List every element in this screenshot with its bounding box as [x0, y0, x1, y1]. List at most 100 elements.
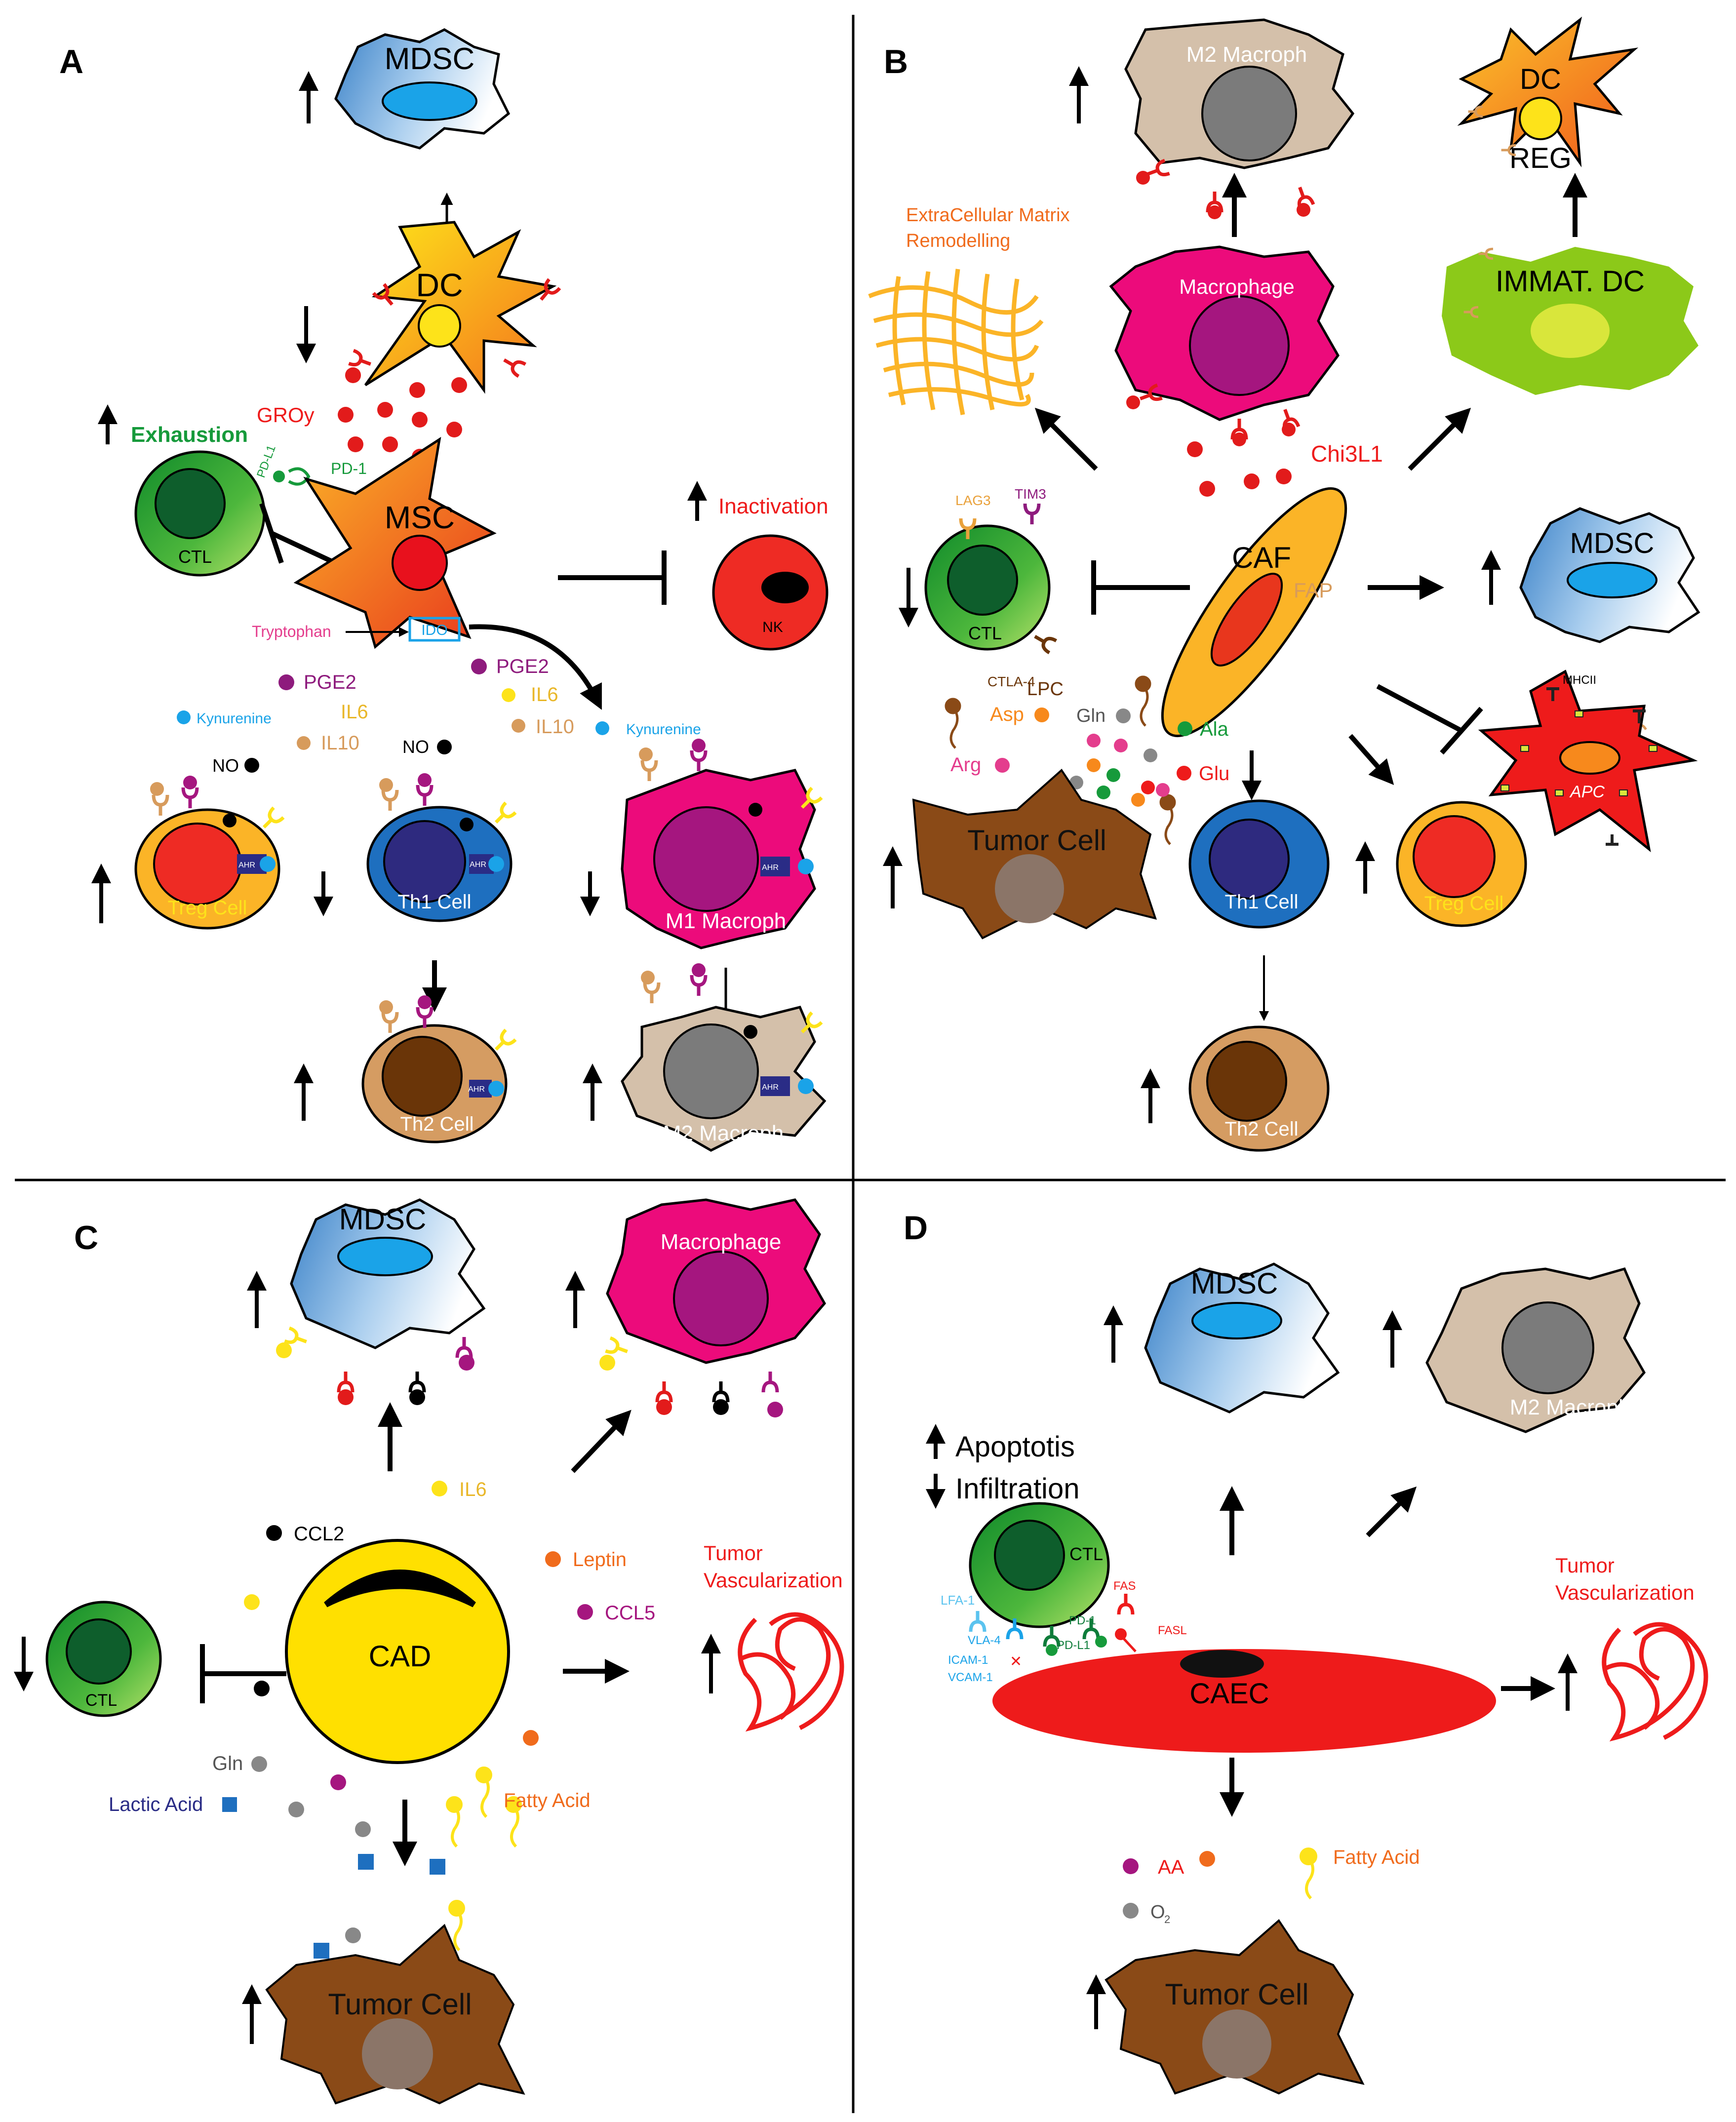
gln-label-c: Gln: [212, 1753, 243, 1774]
inhibit-apc-bar: [1440, 707, 1483, 755]
tumor-nucleus-c: [362, 2018, 433, 2089]
pdl1-dot-a: [273, 471, 285, 482]
vascular-network-d: [1602, 1622, 1708, 1742]
vascular-network-c: [738, 1612, 844, 1732]
lactic-acid-square: [222, 1797, 237, 1812]
no-dot-right: [437, 740, 452, 754]
apc-nucleus: [1559, 741, 1620, 775]
cad-label: CAD: [369, 1640, 432, 1673]
pdl1-label-d: PD-L1: [1057, 1639, 1090, 1652]
lag3-label: LAG3: [955, 493, 991, 508]
immat-dc-label: IMMAT. DC: [1496, 265, 1645, 298]
ecm-label-line2: Remodelling: [906, 231, 1010, 251]
mdsc-label-c: MDSC: [339, 1203, 427, 1236]
th1-nucleus-a: [383, 820, 466, 903]
gln-label-b: Gln: [1076, 706, 1105, 726]
no-label-right: NO: [402, 737, 429, 757]
fatty-acid-molecule-d: [1300, 1847, 1317, 1900]
caf-nucleus: [1210, 573, 1283, 667]
exhaustion-label: Exhaustion: [131, 423, 248, 447]
kynurenine-dot-right: [595, 721, 609, 735]
panel-label-c: C: [74, 1219, 98, 1257]
macrophage-ligands-c: [599, 1355, 783, 1417]
panel-b: B M2 Macroph DC REG ExtraCellular Matrix…: [868, 16, 1700, 1152]
il6-dot-c: [432, 1481, 447, 1496]
tumor-nucleus-b: [995, 854, 1064, 923]
ctl-nucleus-b: [947, 545, 1018, 616]
curved-arrow-kynurenine: [469, 624, 602, 710]
ccl2-dot-c2: [254, 1681, 270, 1696]
pge2-dot-left: [278, 674, 294, 690]
pge2-ligands-a: [183, 739, 706, 1009]
arg-dot: [995, 758, 1010, 773]
dc-reg-label-line1: DC: [1520, 63, 1561, 95]
panel-d: D MDSC M2 Macroph Apoptotis Infiltration…: [904, 1209, 1708, 2095]
il6-label-c: IL6: [459, 1479, 487, 1500]
macrophage-nucleus-c: [673, 1251, 769, 1346]
apoptosis-label: Apoptotis: [955, 1431, 1075, 1463]
arrow-caf-to-immat-dc: [1408, 407, 1471, 471]
leptin-dot-c2: [523, 1730, 539, 1746]
panel-label-a: A: [59, 43, 83, 80]
mdsc-label-a: MDSC: [385, 42, 475, 76]
apc-label: APC: [1569, 783, 1605, 801]
ido-label: IDO: [421, 622, 447, 638]
th1-label-a: Th1 Cell: [398, 891, 472, 913]
tv-label-c-line1: Tumor: [704, 1541, 763, 1565]
dc-reg-label-line2: REG: [1509, 142, 1572, 174]
fap-receptors: [1464, 107, 1646, 734]
tumor-label-b: Tumor Cell: [967, 825, 1106, 857]
tim3-label: TIM3: [1015, 486, 1046, 502]
lactic-acid-label: Lactic Acid: [109, 1794, 203, 1815]
ahr-label-2: AHR: [470, 861, 486, 869]
aa-dot-2: [1199, 1851, 1215, 1867]
aa-label: AA: [1158, 1856, 1184, 1878]
caf-label: CAF: [1232, 541, 1291, 574]
kynurenine-label-right: Kynurenine: [626, 721, 701, 738]
blocked-x-mark: ✕: [1010, 1653, 1022, 1670]
treg-label-b: Treg Cell: [1424, 893, 1504, 914]
ctl-label-b: CTL: [968, 623, 1002, 643]
asp-dot: [1034, 707, 1049, 722]
caec-nucleus: [1180, 1650, 1264, 1678]
lfa1-label: LFA-1: [941, 1593, 975, 1608]
macrophage-label-b: Macrophage: [1179, 275, 1294, 298]
immat-dc-nucleus: [1531, 304, 1610, 358]
mhcii-markers: [1546, 687, 1646, 846]
il10-dot-left: [297, 736, 311, 750]
tumor-label-c: Tumor Cell: [328, 1988, 472, 2021]
mdsc-nucleus-c: [337, 1237, 433, 1276]
m2-receptors-b: [1145, 160, 1313, 212]
no-dots-on-cells-a: [223, 803, 762, 1039]
gln-dot-c3: [355, 1821, 371, 1837]
dc-label-a: DC: [416, 267, 463, 303]
gln-dot-b: [1116, 708, 1131, 723]
tv-label-d-line1: Tumor: [1555, 1554, 1615, 1577]
il6-dot-c2: [244, 1594, 260, 1610]
tumor-cell-b: [912, 768, 1157, 940]
m2-label-b: M2 Macroph: [1186, 42, 1307, 67]
tumor-cell-d: [1105, 1919, 1365, 2095]
il10-label-left: IL10: [321, 732, 359, 754]
inhibit-apc-line: [1376, 684, 1463, 733]
msc-label: MSC: [385, 500, 455, 535]
ahr-label-4: AHR: [468, 1085, 485, 1094]
kynurenine-dot-left: [177, 710, 191, 724]
m2-ligand-dots-b: [1136, 171, 1310, 219]
fatty-acid-label-d: Fatty Acid: [1333, 1847, 1420, 1868]
pdl1-dots-d: [1046, 1636, 1107, 1656]
panel-label-d: D: [904, 1209, 928, 1247]
il6-dot-right: [502, 688, 515, 702]
chi3l1-dots: [1126, 395, 1296, 497]
nk-nucleus: [761, 572, 809, 603]
macrophage-label-c: Macrophage: [661, 1230, 782, 1254]
ahr-ligand-2: [488, 856, 504, 872]
il10-label-right: IL10: [536, 716, 574, 738]
icam1-label: ICAM-1: [948, 1653, 988, 1667]
ctla4-label: CTLA-4: [987, 674, 1035, 689]
mdsc-label-d: MDSC: [1191, 1267, 1278, 1300]
arg-label: Arg: [950, 754, 981, 776]
th2-label-b: Th2 Cell: [1225, 1118, 1299, 1140]
ctla4-receptor: [1031, 630, 1056, 653]
